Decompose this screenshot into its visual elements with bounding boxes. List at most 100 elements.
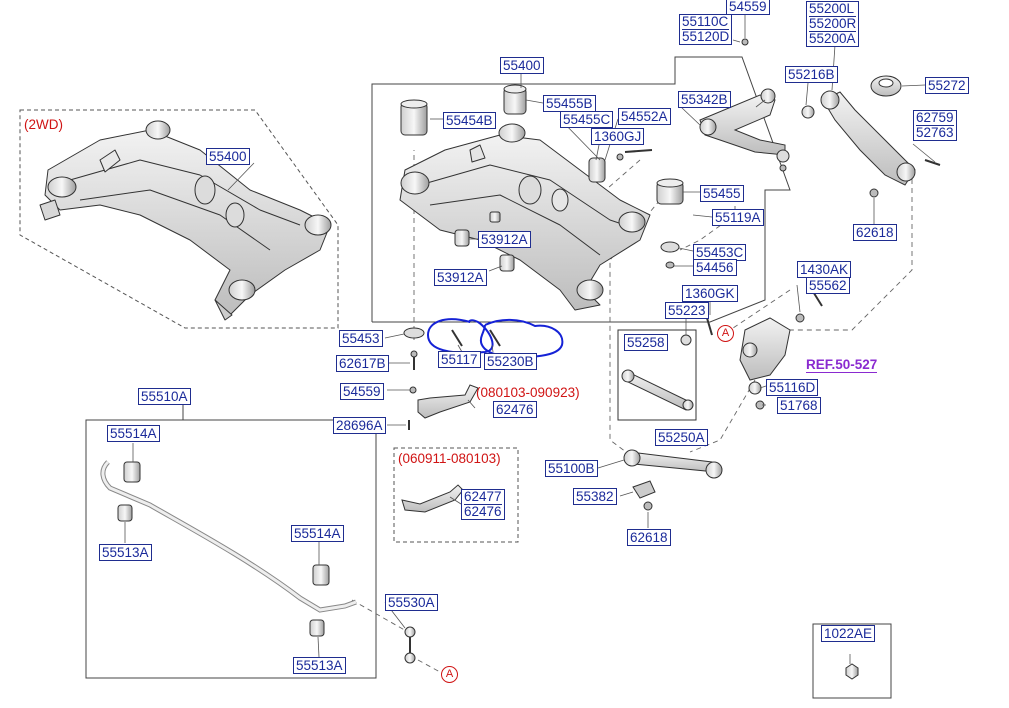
part-label-54559-top[interactable]: 54559 [726, 0, 770, 15]
2wd-note: (2WD) [24, 117, 63, 132]
part-label-55400-top[interactable]: 55400 [500, 57, 544, 74]
part-number-text: 55116D [769, 380, 816, 395]
part-number-text: 55453 [342, 331, 380, 346]
part-number-text: 62618 [856, 225, 894, 240]
part-label-55382[interactable]: 55382 [573, 488, 617, 505]
part-label-62617b[interactable]: 62617B [336, 355, 389, 372]
part-number-text: 55400 [503, 58, 541, 73]
part-number-text: 55230B [487, 354, 534, 369]
part-label-55250a[interactable]: 55250A [655, 429, 708, 446]
part-number-text: 62476 [464, 504, 502, 519]
part-label-53912a-1[interactable]: 53912A [478, 231, 531, 248]
part-label-55116d[interactable]: 55116D [766, 379, 819, 396]
part-label-55510a[interactable]: 55510A [138, 388, 191, 405]
part-label-1360gk[interactable]: 1360GK [682, 285, 738, 302]
part-label-55455[interactable]: 55455 [700, 185, 744, 202]
part-number-text: 62617B [339, 356, 386, 371]
part-number-text: 55514A [294, 526, 341, 541]
part-label-54456[interactable]: 54456 [693, 259, 737, 276]
part-label-55514a-1[interactable]: 55514A [107, 425, 160, 442]
nut-1022ae-drawing [845, 663, 859, 680]
part-label-55100b[interactable]: 55100B [545, 460, 598, 477]
part-label-1360gj[interactable]: 1360GJ [591, 128, 645, 145]
ref-link[interactable]: REF.50-527 [806, 357, 878, 373]
hand-drawn-annotation [426, 318, 564, 358]
part-label-62618-right[interactable]: 62618 [853, 224, 897, 241]
part-number-text: 1360GK [685, 286, 735, 301]
part-number-text: 55117 [441, 352, 478, 367]
part-number-text: 1022AE [824, 626, 873, 641]
part-label-55216b[interactable]: 55216B [785, 66, 838, 83]
knuckle-drawing [739, 289, 823, 410]
part-label-62476-a[interactable]: 62476 [493, 401, 537, 418]
part-number-text: 55453C [696, 245, 744, 260]
part-number-text: 62759 [916, 110, 954, 125]
part-label-55453c[interactable]: 55453C [693, 244, 747, 261]
part-label-54559-mid[interactable]: 54559 [340, 383, 384, 400]
part-label-55272[interactable]: 55272 [925, 77, 969, 94]
part-label-55342b[interactable]: 55342B [678, 91, 731, 108]
part-number-text: 55562 [809, 278, 847, 293]
date-range-080103-090923: (080103-090923) [476, 385, 580, 400]
marker-a-circle-lower: A [441, 666, 458, 683]
part-number-text: 55120D [682, 29, 730, 44]
part-label-51768[interactable]: 51768 [777, 397, 821, 414]
subframe-box [371, 56, 791, 323]
part-label-55223[interactable]: 55223 [665, 302, 709, 319]
part-label-55455b[interactable]: 55455B [543, 95, 596, 112]
part-label-53912a-2[interactable]: 53912A [434, 269, 487, 286]
bracket-drawings [401, 384, 479, 513]
part-number-text: 55455B [546, 96, 593, 111]
part-label-55562[interactable]: 55562 [806, 277, 850, 294]
part-label-55513a-1[interactable]: 55513A [99, 544, 152, 561]
part-number-text: 55272 [928, 78, 966, 93]
part-number-text: 62476 [496, 402, 534, 417]
part-label-28696a[interactable]: 28696A [333, 417, 386, 434]
subframe-4wd-drawing [399, 84, 684, 370]
part-label-55119a[interactable]: 55119A [712, 209, 764, 226]
part-label-55514a-2[interactable]: 55514A [291, 525, 344, 542]
marker-a-circle-upper: A [717, 325, 734, 342]
part-number-text: 55455C [563, 112, 611, 127]
part-label-1430ak[interactable]: 1430AK [797, 261, 852, 278]
part-label-1022ae[interactable]: 1022AE [821, 625, 876, 642]
2wd-region-outline [19, 109, 339, 329]
part-label-55455c[interactable]: 55455C [560, 111, 614, 128]
stabilizer-box [85, 419, 377, 679]
subframe-2wd-drawing [39, 120, 332, 321]
part-label-55453[interactable]: 55453 [339, 330, 383, 347]
part-number-text: 55216B [788, 67, 835, 82]
part-label-55258[interactable]: 55258 [624, 334, 668, 351]
part-number-text: 53912A [481, 232, 528, 247]
part-number-text: 52763 [916, 125, 954, 140]
part-number-text: 55200A [809, 31, 857, 46]
part-label-55117[interactable]: 55117 [438, 351, 481, 368]
stabilizer-bar-drawing [100, 460, 416, 664]
trailing-link-drawing [617, 317, 713, 421]
part-number-text: 54559 [343, 384, 381, 399]
part-number-text: 55223 [668, 303, 706, 318]
part-number-text: 54456 [696, 260, 734, 275]
part-number-text: 51768 [780, 398, 818, 413]
part-label-55400-left[interactable]: 55400 [206, 148, 250, 165]
part-number-text: 55258 [627, 335, 665, 350]
upper-arm-drawing [616, 38, 790, 172]
date-range-060911-080103: (060911-080103) [398, 451, 501, 466]
part-number-text: 55513A [296, 658, 343, 673]
part-number-text: 55119A [715, 210, 761, 225]
part-number-text: 55200R [809, 16, 857, 31]
part-label-55454b[interactable]: 55454B [443, 112, 496, 129]
part-label-55230b[interactable]: 55230B [484, 353, 537, 370]
part-label-55513a-2[interactable]: 55513A [293, 657, 346, 674]
part-label-54552a[interactable]: 54552A [618, 108, 671, 125]
part-label-62618-bottom[interactable]: 62618 [627, 529, 671, 546]
part-number-text: 28696A [336, 418, 383, 433]
part-label-55530a[interactable]: 55530A [385, 594, 438, 611]
part-number-text: 55514A [110, 426, 157, 441]
spring-seat-drawing [869, 75, 941, 198]
